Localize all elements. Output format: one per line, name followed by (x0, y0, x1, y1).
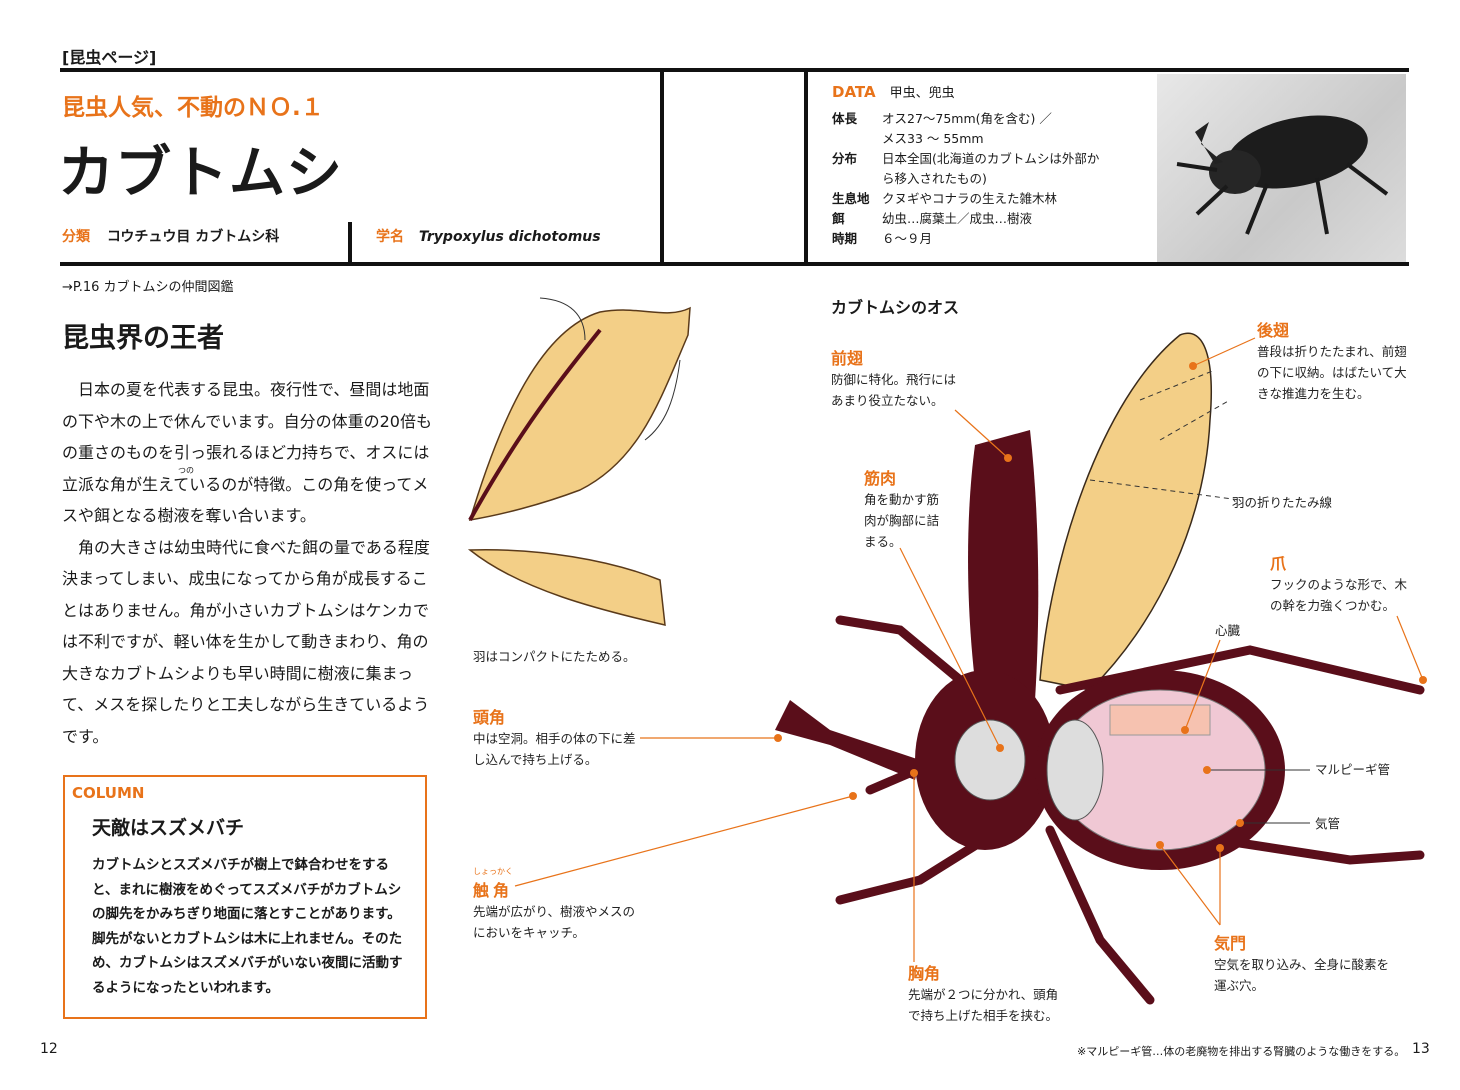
label-fold-line: 羽の折りたたみ線 (1232, 495, 1333, 510)
data-row: 生息地クヌギやコナラの生えた雑木林 (832, 189, 1152, 209)
scientific-name: 学名 Trypoxylus dichotomus (376, 226, 601, 246)
data-key: 時期 (832, 231, 858, 246)
data-value-line: 日本全国(北海道のカブトムシは外部か (882, 151, 1100, 166)
label-trachea: 気管 (1315, 816, 1341, 831)
leader-lines (514, 337, 1424, 962)
label-antenna: しょっかく 触角 先端が広がり、樹液やメスのにおいをキャッチ。 (473, 867, 636, 940)
data-row: 餌 幼虫…腐葉土／成虫…樹液 (832, 209, 1152, 229)
data-value: オス27～75mm(角を含む) ／ メス33 ～ 55mm (882, 109, 1052, 149)
label-malpighian: マルピーギ管 (1315, 762, 1391, 777)
catchphrase: 昆虫人気、不動のＮＯ.１ (62, 95, 324, 121)
top-rule (60, 68, 1409, 72)
data-block: DATA 甲虫、兜虫 体長 オス27～75mm(角を含む) ／ メス33 ～ 55mm… (832, 82, 1152, 249)
head-horn (775, 700, 920, 780)
main-body: 日本の夏を代表する昆虫。夜行性で、昼間は地面の下や木の上で休んでいます。自分の体… (62, 374, 438, 752)
forewing (968, 430, 1039, 720)
hindwing (1039, 332, 1212, 691)
scientific-label: 学名 (376, 229, 404, 245)
data-key: 体長 (832, 111, 858, 126)
label-forewing: 前翅防御に特化。飛行にはあまり役立たない。 (831, 349, 957, 408)
bottom-rule (60, 262, 1409, 266)
data-key: 餌 (832, 211, 845, 226)
ruby-tsuno: つの (178, 466, 194, 475)
data-row: 時期 ６～９月 (832, 229, 1152, 249)
classification-value: コウチュウ目 カブトムシ科 (106, 229, 280, 245)
column-title: 天敵はスズメバチ (92, 817, 245, 839)
data-value: 幼虫…腐葉土／成虫…樹液 (882, 209, 1032, 229)
divider (804, 70, 808, 264)
data-label: DATA (832, 83, 876, 101)
beetle-photo (1157, 74, 1406, 262)
cross-reference[interactable]: →P.16 カブトムシの仲間図鑑 (62, 280, 234, 295)
label-heart: 心臓 (1215, 623, 1241, 638)
column-label: COLUMN (72, 784, 145, 802)
data-value: 日本全国(北海道のカブトムシは外部から移入されたもの) (882, 149, 1099, 189)
section-tag: [昆虫ページ] (62, 48, 157, 67)
data-value-line: オス27～75mm(角を含む) ／ (882, 111, 1052, 126)
classification-label: 分類 (62, 229, 90, 245)
data-row: 体長 オス27～75mm(角を含む) ／ メス33 ～ 55mm (832, 109, 1152, 149)
data-kanji: 甲虫、兜虫 (889, 86, 955, 101)
data-value: クヌギやコナラの生えた雑木林 (882, 189, 1057, 209)
data-value: ６～９月 (882, 229, 932, 249)
marker-dots (774, 362, 1427, 852)
data-value-line: ら移入されたもの) (882, 171, 987, 186)
label-hindwing: 後翅普段は折りたたまれ、前翅の下に収納。はばたいて大きな推進力を生む。 (1257, 321, 1407, 401)
classification: 分類 コウチュウ目 カブトムシ科 (62, 226, 279, 246)
column-text: カブトムシとスズメバチが樹上で鉢合わせをすると、まれに樹液をめぐってスズメバチが… (92, 857, 403, 996)
label-head-horn: 頭角中は空洞。相手の体の下に差し込んで持ち上げる。 (473, 708, 636, 767)
label-claw: 爪フックのような形で、木の幹を力強くつかむ。 (1270, 554, 1408, 613)
label-spiracle: 気門空気を取り込み、全身に酸素を運ぶ穴。 (1214, 934, 1390, 993)
column-box: COLUMN 天敵はスズメバチ カブトムシとスズメバチが樹上で鉢合わせをすると、… (63, 775, 427, 1019)
paragraph: 日本の夏を代表する昆虫。夜行性で、昼間は地面の下や木の上で休んでいます。自分の体… (62, 380, 432, 525)
main-heading: 昆虫界の王者 (62, 323, 224, 354)
paragraph: 角の大きさは幼虫時代に食べた餌の量である程度決まってしまい、成虫になってから角が… (62, 537, 430, 746)
folded-hindwing (467, 549, 666, 626)
page-number-left: 12 (40, 1041, 58, 1057)
label-thorax-horn: 胸角先端が２つに分かれ、頭角で持ち上げた相手を挟む。 (908, 964, 1059, 1023)
data-value-line: ６～９月 (882, 231, 933, 246)
scientific-value: Trypoxylus dichotomus (418, 229, 601, 245)
page-title: カブトムシ (58, 141, 343, 206)
data-key: 分布 (832, 151, 858, 166)
data-key: 生息地 (832, 191, 870, 206)
data-row: 分布 日本全国(北海道のカブトムシは外部から移入されたもの) (832, 149, 1152, 189)
page-number-right: 13 (1412, 1041, 1430, 1057)
divider (660, 70, 664, 264)
wing-caption: 羽はコンパクトにたためる。 (473, 649, 636, 664)
divider (348, 222, 352, 264)
diagram-title: カブトムシのオス (831, 298, 960, 317)
label-muscle: 筋肉角を動かす筋肉が胸部に詰まる。 (864, 469, 940, 549)
data-value-line: 幼虫…腐葉土／成虫…樹液 (882, 211, 1033, 226)
data-value-line: クヌギやコナラの生えた雑木林 (882, 191, 1058, 206)
beetle-diagram (467, 297, 1427, 1005)
data-value-line: メス33 ～ 55mm (882, 131, 984, 146)
footnote: ※マルピーギ管…体の老廃物を排出する腎臓のような働きをする。 (1077, 1045, 1406, 1058)
folded-forewing (468, 306, 691, 521)
